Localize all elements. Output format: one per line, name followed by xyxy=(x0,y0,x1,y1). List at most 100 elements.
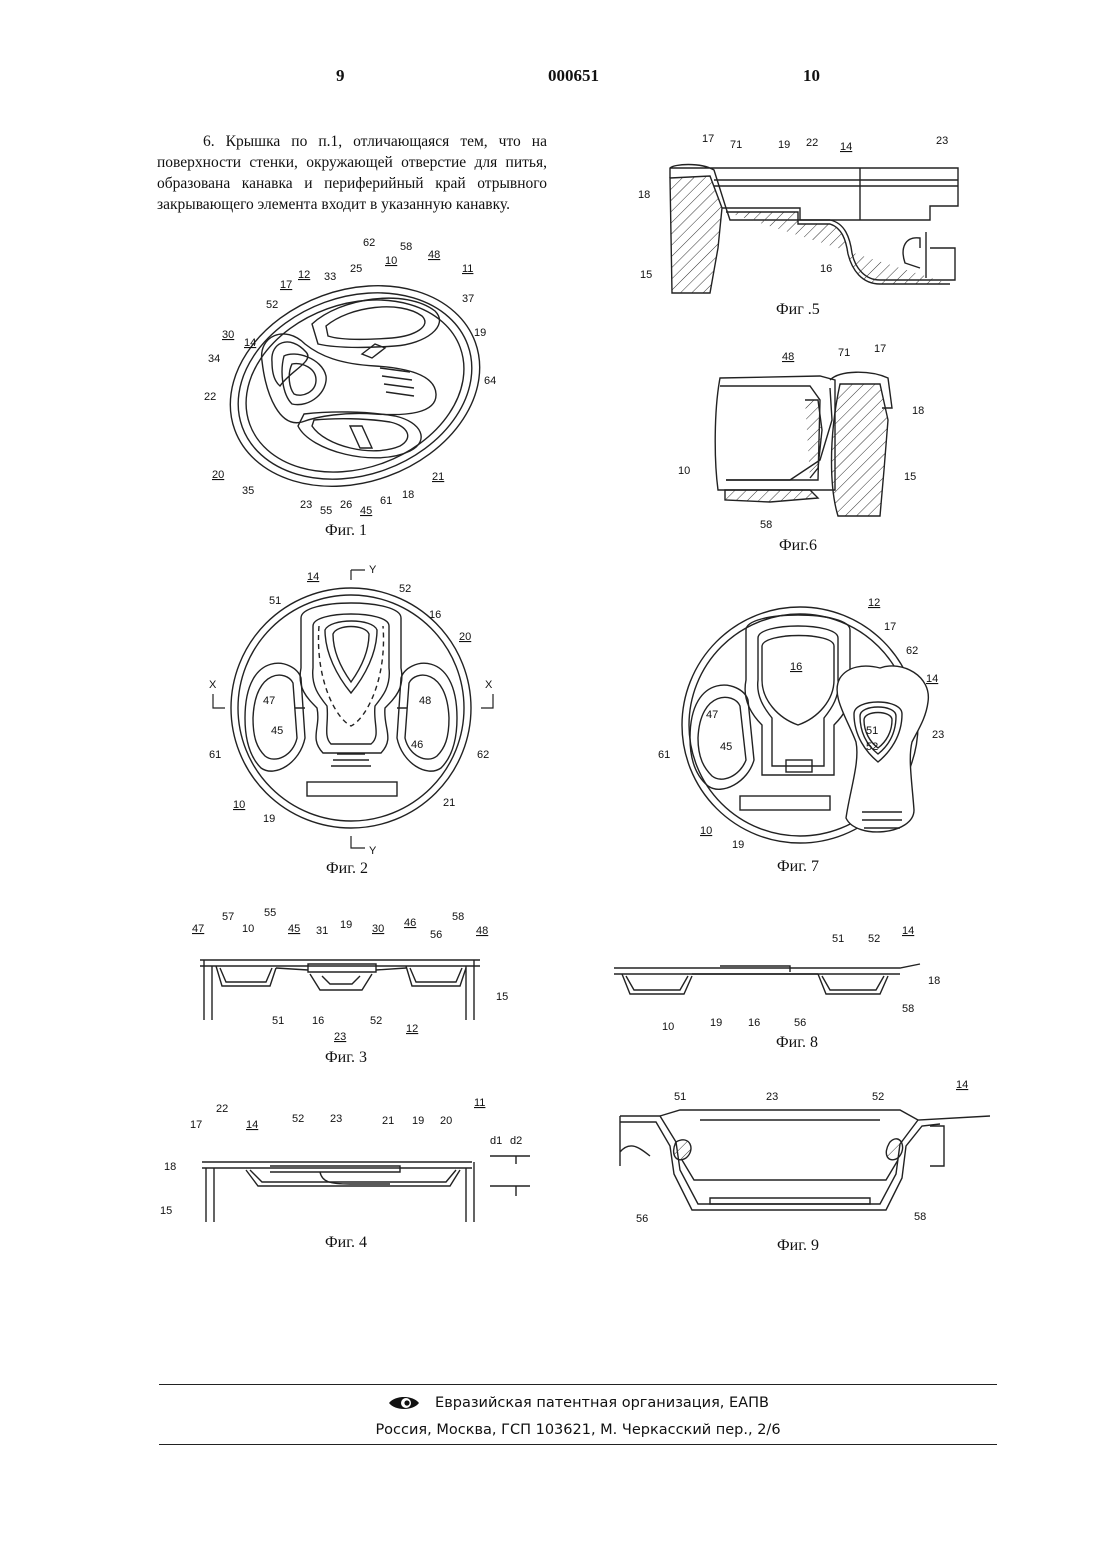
footer-top-rule xyxy=(159,1384,997,1385)
figure-5-caption: Фиг .5 xyxy=(776,301,820,319)
fig2-label-20: 20 xyxy=(459,631,471,643)
fig6-label-10: 10 xyxy=(678,465,690,477)
fig1-label-17: 17 xyxy=(280,279,292,291)
eapo-eye-logo-icon xyxy=(387,1393,421,1413)
figure-1-caption: Фиг. 1 xyxy=(325,522,367,540)
fig1-label-19: 19 xyxy=(474,327,486,339)
fig5-label-19: 19 xyxy=(778,139,790,151)
fig2-label-21: 21 xyxy=(443,797,455,809)
figure-6: 48 71 17 18 10 15 58 xyxy=(670,340,940,532)
fig1-label-25: 25 xyxy=(350,263,362,275)
figure-2-reference-labels: Y 14 52 51 16 20 X X 47 48 45 46 61 62 1… xyxy=(209,564,493,857)
fig8-label-51: 51 xyxy=(832,933,844,945)
fig4-label-20: 20 xyxy=(440,1115,452,1127)
fig1-label-33: 33 xyxy=(324,271,336,283)
fig7-label-14: 14 xyxy=(926,673,938,685)
fig2-label-10: 10 xyxy=(233,799,245,811)
fig9-label-14: 14 xyxy=(956,1079,968,1091)
fig1-label-37: 37 xyxy=(462,293,474,305)
figure-8: 51 52 14 18 10 19 16 56 58 xyxy=(600,920,960,1030)
figure-3-caption: Фиг. 3 xyxy=(325,1049,367,1067)
figure-6-caption: Фиг.6 xyxy=(779,537,817,555)
fig3-label-58: 58 xyxy=(452,911,464,923)
figure-2: Y 14 52 51 16 20 X X 47 48 45 46 61 62 1… xyxy=(205,558,505,858)
fig3-label-47: 47 xyxy=(192,923,204,935)
fig1-label-35: 35 xyxy=(242,485,254,497)
fig1-label-22: 22 xyxy=(204,391,216,403)
fig8-label-10: 10 xyxy=(662,1021,674,1030)
fig3-label-45: 45 xyxy=(288,923,300,935)
fig3-label-23: 23 xyxy=(334,1031,346,1043)
fig2-label-Y-top: Y xyxy=(369,564,377,576)
claim-6-text: 6. Крышка по п.1, отличающаяся тем, что … xyxy=(157,131,547,215)
fig7-label-47: 47 xyxy=(706,709,718,721)
fig1-label-23: 23 xyxy=(300,499,312,511)
fig1-label-52: 52 xyxy=(266,299,278,311)
figure-9-caption: Фиг. 9 xyxy=(777,1237,819,1255)
fig1-label-64: 64 xyxy=(484,375,496,387)
fig8-label-18: 18 xyxy=(928,975,940,987)
fig3-label-55: 55 xyxy=(264,907,276,919)
fig1-label-20: 20 xyxy=(212,469,224,481)
fig5-label-22: 22 xyxy=(806,137,818,149)
fig4-label-23: 23 xyxy=(330,1113,342,1125)
fig4-label-11: 11 xyxy=(474,1097,485,1109)
fig7-label-45: 45 xyxy=(720,741,732,753)
figure-7: 12 17 16 62 14 47 51 52 23 61 45 10 19 xyxy=(650,590,980,860)
fig2-label-Y-bottom: Y xyxy=(369,845,377,857)
fig1-label-11: 11 xyxy=(462,263,473,275)
fig4-label-52: 52 xyxy=(292,1113,304,1125)
fig7-label-61: 61 xyxy=(658,749,670,761)
figure-1-reference-labels: 62 58 10 48 11 25 33 17 12 37 52 14 19 3… xyxy=(204,237,496,517)
fig3-label-56: 56 xyxy=(430,929,442,941)
right-page-number: 10 xyxy=(803,66,820,86)
figure-8-reference-labels: 51 52 14 18 10 19 16 56 58 xyxy=(662,925,940,1030)
fig2-label-51: 51 xyxy=(269,595,281,607)
fig3-label-52: 52 xyxy=(370,1015,382,1027)
fig8-label-58: 58 xyxy=(902,1003,914,1015)
fig2-label-16: 16 xyxy=(429,609,441,621)
fig8-label-52: 52 xyxy=(868,933,880,945)
fig2-label-45: 45 xyxy=(271,725,283,737)
figure-4: 22 17 14 52 23 21 19 20 11 d1 d2 18 15 xyxy=(150,1090,530,1230)
fig2-label-14: 14 xyxy=(307,571,319,583)
fig6-label-48: 48 xyxy=(782,351,794,363)
footer-address: Россия, Москва, ГСП 103621, М. Черкасски… xyxy=(159,1422,997,1438)
fig9-label-51: 51 xyxy=(674,1091,686,1103)
fig4-label-d1: d1 xyxy=(490,1135,502,1147)
fig1-label-45: 45 xyxy=(360,505,372,517)
fig6-label-71: 71 xyxy=(838,347,850,359)
footer-organization: Евразийская патентная организация, ЕАПВ xyxy=(159,1393,997,1413)
fig3-label-31: 31 xyxy=(316,925,328,937)
fig2-label-61: 61 xyxy=(209,749,221,761)
fig4-label-17: 17 xyxy=(190,1119,202,1131)
fig7-label-17: 17 xyxy=(884,621,896,633)
fig7-label-10: 10 xyxy=(700,825,712,837)
fig1-label-48: 48 xyxy=(428,249,440,261)
figure-3: 55 57 47 10 45 31 19 30 46 56 58 48 15 5… xyxy=(180,898,520,1048)
figure-8-caption: Фиг. 8 xyxy=(776,1034,818,1052)
fig5-label-17: 17 xyxy=(702,133,714,145)
fig4-label-18: 18 xyxy=(164,1161,176,1173)
fig1-label-30: 30 xyxy=(222,329,234,341)
fig7-label-62: 62 xyxy=(906,645,918,657)
fig3-label-12: 12 xyxy=(406,1023,418,1035)
fig1-label-14: 14 xyxy=(244,337,256,349)
fig4-label-19: 19 xyxy=(412,1115,424,1127)
figure-4-caption: Фиг. 4 xyxy=(325,1234,367,1252)
fig2-label-19: 19 xyxy=(263,813,275,825)
fig2-label-X-left: X xyxy=(209,679,217,691)
fig6-label-58: 58 xyxy=(760,519,772,531)
fig5-label-16: 16 xyxy=(820,263,832,275)
fig1-label-26: 26 xyxy=(340,499,352,511)
fig1-label-21: 21 xyxy=(432,471,444,483)
figure-2-caption: Фиг. 2 xyxy=(326,860,368,878)
footer-bottom-rule xyxy=(159,1444,997,1445)
fig3-label-16: 16 xyxy=(312,1015,324,1027)
fig5-label-23: 23 xyxy=(936,135,948,147)
fig3-label-57: 57 xyxy=(222,911,234,923)
fig4-label-14: 14 xyxy=(246,1119,258,1131)
fig4-label-21: 21 xyxy=(382,1115,394,1127)
figure-1: 62 58 10 48 11 25 33 17 12 37 52 14 19 3… xyxy=(200,236,520,526)
fig8-label-16: 16 xyxy=(748,1017,760,1029)
